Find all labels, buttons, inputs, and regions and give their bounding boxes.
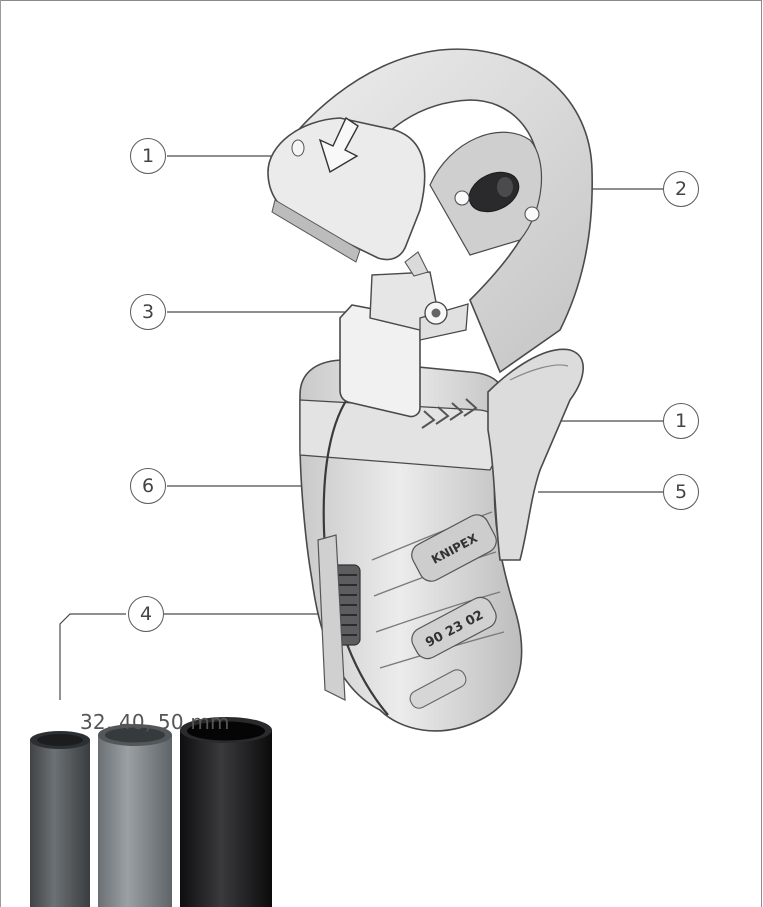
arrow-marking-icon [318, 116, 359, 174]
callout-1-arrow: 1 [130, 138, 166, 174]
callout-6-split-line: 6 [130, 468, 166, 504]
frame-border-right [761, 0, 762, 907]
direction-chevrons [421, 398, 478, 429]
callout-1-chevrons: 1 [663, 403, 699, 439]
pipe-50mm [180, 717, 272, 907]
tool-hook [267, 48, 593, 374]
callout-3-pressure-block: 3 [130, 294, 166, 330]
callout-5-trigger: 5 [663, 474, 699, 510]
pipe-sizes-label: 32, 40, 50 mm [80, 710, 230, 734]
frame-border-left [0, 0, 1, 907]
pipe-samples [30, 717, 272, 907]
leader-line-4-left [59, 613, 126, 700]
callout-4-adjust-wheel: 4 [128, 596, 164, 632]
pressure-block [339, 251, 469, 418]
pipe-40mm [98, 724, 172, 907]
callout-2-cutting-roller: 2 [663, 171, 699, 207]
pipe-32mm [30, 731, 90, 907]
frame-border-top [0, 0, 762, 1]
trigger-lever [487, 348, 584, 561]
